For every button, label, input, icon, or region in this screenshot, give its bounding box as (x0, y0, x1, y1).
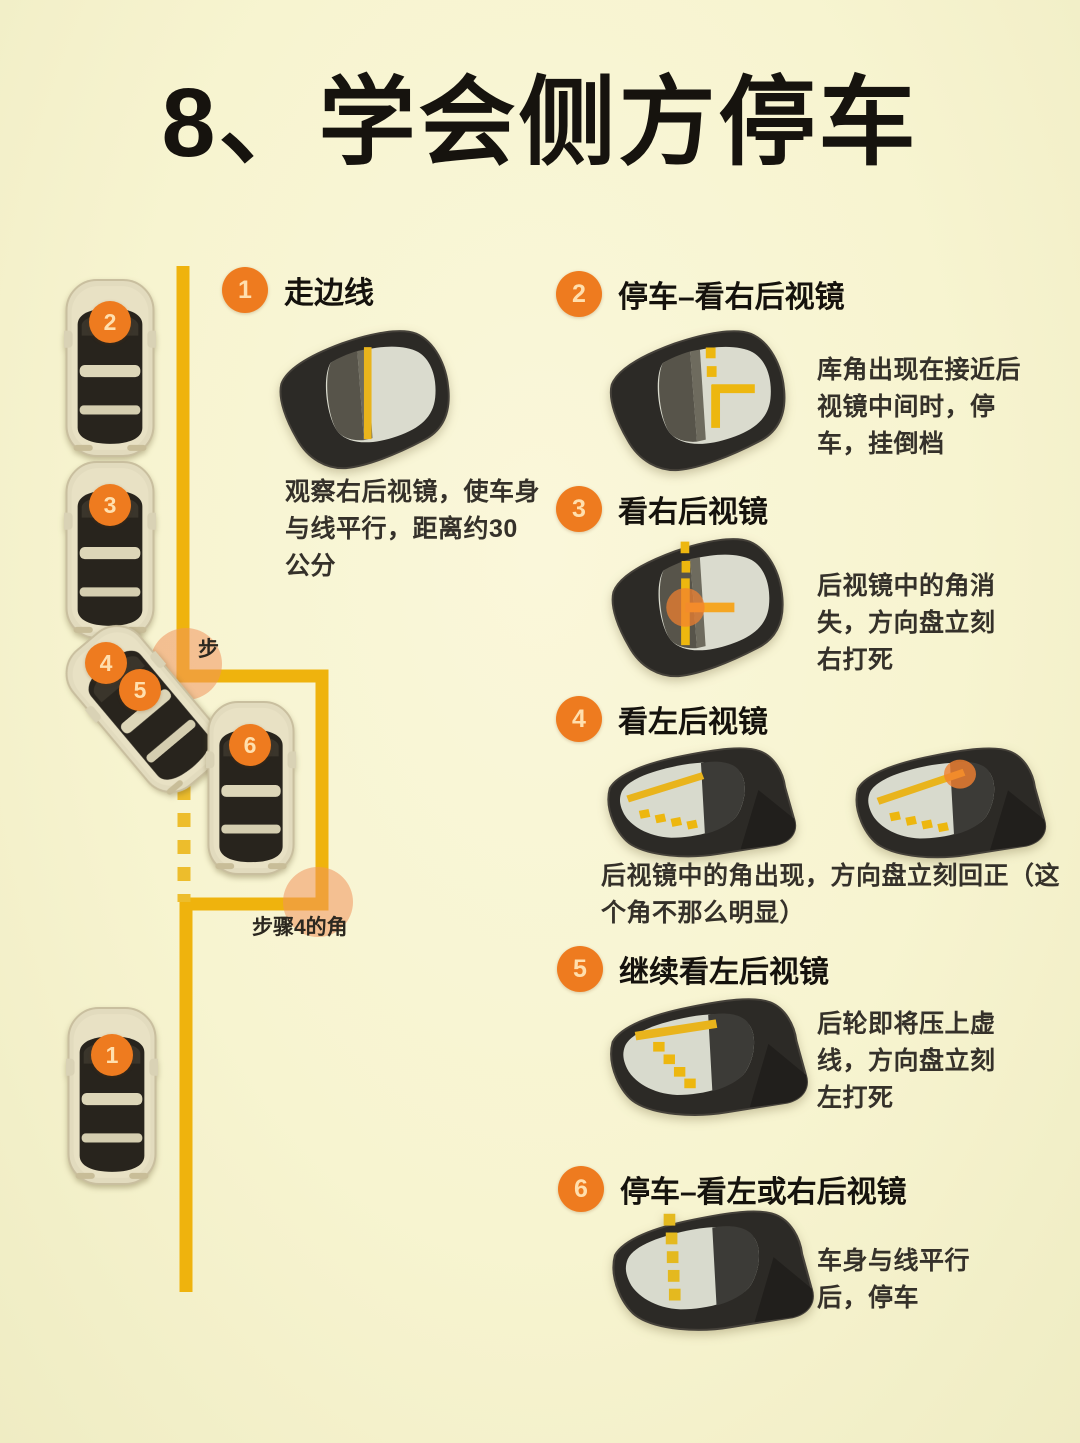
bay-corner-in-mirror (705, 347, 755, 428)
step-number-badge: 1 (222, 267, 268, 313)
parallel-dashed-line-in-mirror (663, 1213, 681, 1301)
step-title: 看右后视镜 (618, 496, 768, 529)
right-mirror-photo (609, 330, 786, 472)
rear-wheel-near-dashed-line-in-mirror (634, 1019, 718, 1089)
page-title: 8、学会侧方停车 (161, 68, 919, 177)
left-mirror-photo (610, 998, 808, 1117)
corner-disappearing-in-mirror (666, 541, 735, 646)
step-title: 看左后视镜 (618, 706, 768, 739)
car-badge-6: 6 (229, 724, 271, 766)
corner-label: 步骤4的角 (252, 916, 348, 939)
step-number-badge: 2 (556, 271, 602, 317)
edge-line-and-parking-bay (176, 266, 329, 1292)
angle-appearing-in-mirror (626, 772, 705, 830)
right-mirror-photo (611, 538, 784, 678)
car-badge-4: 4 (85, 642, 127, 684)
step-description: 库角出现在接近后视镜中间时，停车，挂倒档 (817, 356, 1022, 458)
step-title: 停车–看左或右后视镜 (620, 1176, 907, 1209)
step-title: 走边线 (284, 277, 374, 310)
angle-appearing-in-mirror-highlight (876, 759, 976, 833)
car-badge-1: 1 (91, 1034, 133, 1076)
step-title: 停车–看右后视镜 (618, 281, 845, 314)
car-badge-2: 2 (89, 301, 131, 343)
corner-highlight-bottom (283, 867, 353, 937)
step-description: 后视镜中的角出现，方向盘立刻回正（这个角不那么明显） (601, 862, 1061, 927)
step-description: 车身与线平行后，停车 (817, 1247, 971, 1312)
step-number-badge: 5 (557, 946, 603, 992)
step-description: 观察右后视镜，使车身与线平行，距离约30公分 (285, 478, 541, 580)
step-description: 后视镜中的角消失，方向盘立刻右打死 (817, 572, 996, 674)
car-badge-3: 3 (89, 484, 131, 526)
left-mirror-photo (607, 747, 797, 858)
step-description: 后轮即将压上虚线，方向盘立刻左打死 (817, 1010, 996, 1112)
left-mirror-photo (612, 1210, 814, 1331)
step-hint-label: 步 (198, 638, 219, 661)
car-top-view-position-1 (62, 1006, 162, 1186)
car-badge-5: 5 (119, 669, 161, 711)
right-mirror-photo (279, 330, 450, 470)
step-number-badge: 3 (556, 486, 602, 532)
left-mirror-photo (855, 747, 1047, 859)
step-number-badge: 4 (556, 696, 602, 742)
step-title: 继续看左后视镜 (619, 956, 829, 989)
step-number-badge: 6 (558, 1166, 604, 1212)
